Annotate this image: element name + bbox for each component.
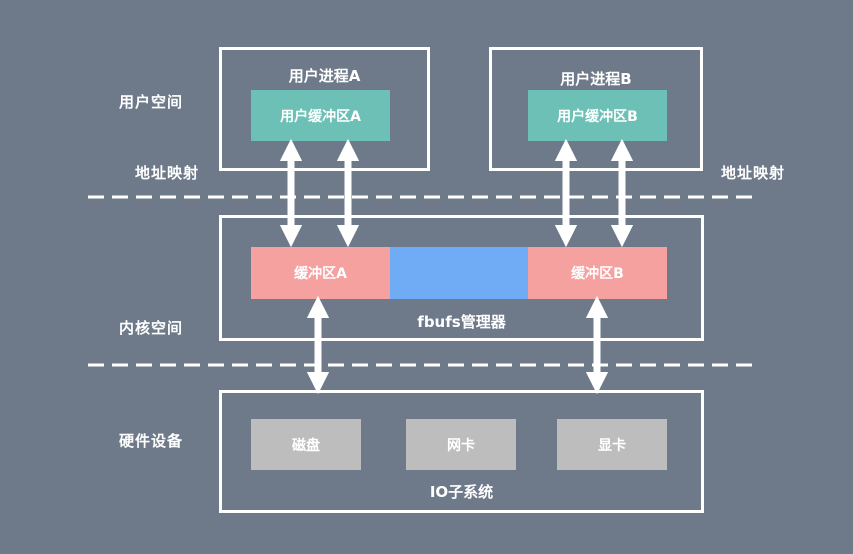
kernel-buffer-b-label: 缓冲区B: [571, 266, 624, 282]
io-subsystem-title: IO子系统: [429, 483, 494, 501]
fbufs-manager-label: fbufs管理器: [417, 313, 506, 331]
user-process-b-title: 用户进程B: [560, 70, 632, 88]
device-network-card-label: 网卡: [447, 437, 475, 454]
device-network-card: 网卡: [406, 419, 516, 470]
user-process-b-box: 用户进程B: [489, 47, 703, 171]
device-graphics-card: 显卡: [557, 419, 667, 470]
user-buffer-b-label: 用户缓冲区B: [557, 108, 638, 125]
kernel-space-label: 内核空间: [119, 319, 184, 337]
user-process-a-title: 用户进程A: [288, 67, 361, 85]
io-subsystem-box: IO子系统: [219, 390, 704, 513]
hardware-label: 硬件设备: [119, 432, 184, 450]
device-disk: 磁盘: [251, 419, 361, 470]
user-buffer-a-label: 用户缓冲区A: [280, 108, 361, 125]
address-mapping-right-label: 地址映射: [721, 164, 786, 182]
kernel-box: fbufs管理器: [219, 215, 704, 341]
user-process-a-box: 用户进程A: [219, 47, 430, 171]
kernel-buffer-a: 缓冲区A: [251, 247, 390, 299]
shared-buffer-region: [390, 247, 528, 299]
address-mapping-left-label: 地址映射: [135, 164, 200, 182]
device-graphics-card-label: 显卡: [598, 437, 626, 454]
kernel-buffer-b: 缓冲区B: [528, 247, 667, 299]
user-space-label: 用户空间: [119, 93, 184, 111]
device-disk-label: 磁盘: [292, 437, 320, 454]
user-buffer-b: 用户缓冲区B: [528, 90, 667, 141]
kernel-buffer-a-label: 缓冲区A: [294, 266, 347, 282]
user-buffer-a: 用户缓冲区A: [251, 90, 390, 141]
